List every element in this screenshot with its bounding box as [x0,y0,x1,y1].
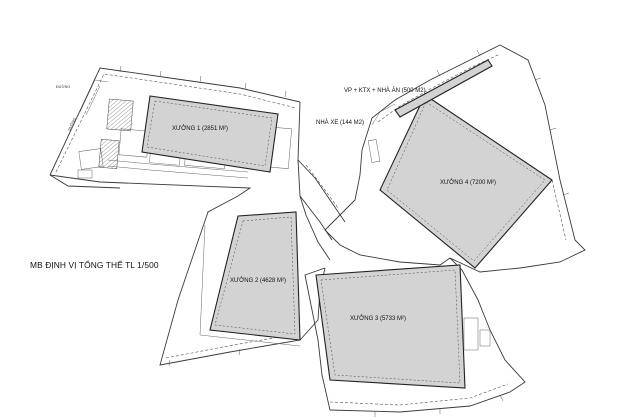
xuong-1-label: XƯỞNG 1 (2851 M²) [172,125,228,132]
xuong-4-label: XƯỞNG 4 (7200 M²) [440,179,496,186]
xuong-2-label: XƯỞNG 2 (4628 M²) [230,277,286,284]
xuong-4-building: XƯỞNG 4 (7200 M²) [379,94,553,269]
drawing-title: MB ĐỊNH VỊ TỔNG THỂ TL 1/500 [30,259,159,270]
site-boundary [49,44,586,417]
road-label: ĐƯỜNG [66,116,77,131]
xuong-2-building: XƯỞNG 2 (4628 M²) [199,211,301,347]
office-label: VP + KTX + NHÀ ĂN (500 M2) [344,87,426,94]
gate-label: ĐƯỜNG [56,84,70,89]
garage-label: NHÀ XE (144 M2) [316,119,364,126]
xuong-3-building: XƯỞNG 3 (5733 M²) [315,264,491,389]
entrance-area: ĐƯỜNG ĐƯỜNG [56,79,292,179]
xuong-1-building: XƯỞNG 1 (2851 M²) [141,95,279,173]
xuong-3-label: XƯỞNG 3 (5733 M²) [350,315,406,322]
office-building: VP + KTX + NHÀ ĂN (500 M2) [344,59,493,163]
